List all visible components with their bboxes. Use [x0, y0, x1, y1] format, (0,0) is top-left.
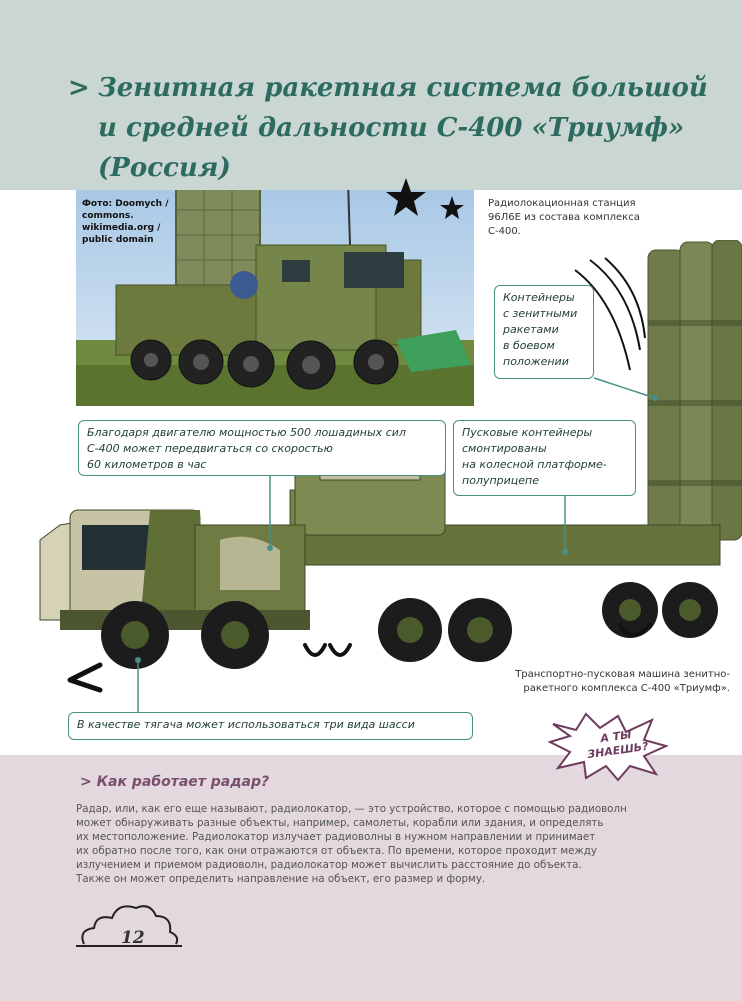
credit-line: public domain: [82, 235, 154, 245]
star-icon: [440, 196, 464, 219]
body-line: Радар, или, как его еще называют, радиол…: [76, 803, 627, 815]
launch-containers: [647, 240, 742, 543]
callout-line: С-400 может передвигаться со скоростью: [87, 442, 333, 455]
title-line-2: и средней дальности С-400 «Триумф» (Росс…: [98, 113, 685, 183]
callout-launchers: Пусковые контейнеры смонтированы на коле…: [453, 420, 636, 496]
credit-line: wikimedia.org /: [82, 223, 161, 233]
radar-caption: Радиолокационная станция 96Л6Е из состав…: [488, 198, 640, 237]
body-line: Также он может определить направление на…: [76, 873, 486, 885]
title-chevron: >: [68, 73, 90, 103]
photo-credit: Фото: Doomych / commons. wikimedia.org /…: [82, 198, 168, 246]
callout-line: ракетами: [503, 323, 559, 336]
callout-tractor: В качестве тягача может использоваться т…: [68, 712, 473, 740]
callout-engine: Благодаря двигателю мощностью 500 лошади…: [78, 420, 446, 476]
info-section-bg: [0, 755, 742, 1001]
callout-line: Пусковые контейнеры: [462, 426, 593, 439]
credit-line: Фото: Doomych /: [82, 199, 169, 209]
caption-line: ракетного комплекса С-400 «Триумф».: [523, 683, 730, 694]
callout-line: 60 километров в час: [87, 458, 207, 471]
title-line-1: Зенитная ракетная система большой: [98, 73, 708, 103]
callout-line: положении: [503, 355, 569, 368]
callout-line: Контейнеры: [503, 291, 575, 304]
callout-line: на колесной платформе-: [462, 458, 607, 471]
callout-line: смонтированы: [462, 442, 547, 455]
credit-line: commons.: [82, 211, 134, 221]
callout-containers: Контейнеры с зенитными ракетами в боевом…: [494, 285, 594, 379]
radar-photo: [76, 190, 474, 406]
callout-line: Благодаря двигателю мощностью 500 лошади…: [87, 426, 406, 439]
star-icon: [386, 178, 426, 216]
launcher-truck-illustration: [39, 240, 742, 693]
star-doodles: [386, 178, 464, 219]
body-line: их местоположение. Радиолокатор излучает…: [76, 831, 596, 843]
body-line: может обнаруживать разные объекты, напри…: [76, 817, 604, 829]
body-line: излучением и приемом радиоволн, радиолок…: [76, 859, 582, 871]
truck-caption: Транспортно-пусковая машина зенитно- рак…: [460, 668, 730, 696]
body-line: их обратно после того, как они отражаютс…: [76, 845, 597, 857]
callout-line: с зенитными: [503, 307, 578, 320]
callout-line: в боевом: [503, 339, 555, 352]
page-number: 12: [121, 928, 145, 948]
caption-line: Транспортно-пусковая машина зенитно-: [515, 669, 730, 680]
callout-line: полуприцепе: [462, 474, 539, 487]
cloud-doodle-icon: [76, 905, 182, 947]
did-you-know-burst: [548, 712, 668, 782]
header-band: [0, 0, 742, 190]
section-title: > Как работает радар?: [80, 774, 270, 790]
page-title: > Зенитная ракетная система большой и ср…: [68, 68, 728, 188]
section-body: Радар, или, как его еще называют, радиол…: [76, 802, 686, 886]
